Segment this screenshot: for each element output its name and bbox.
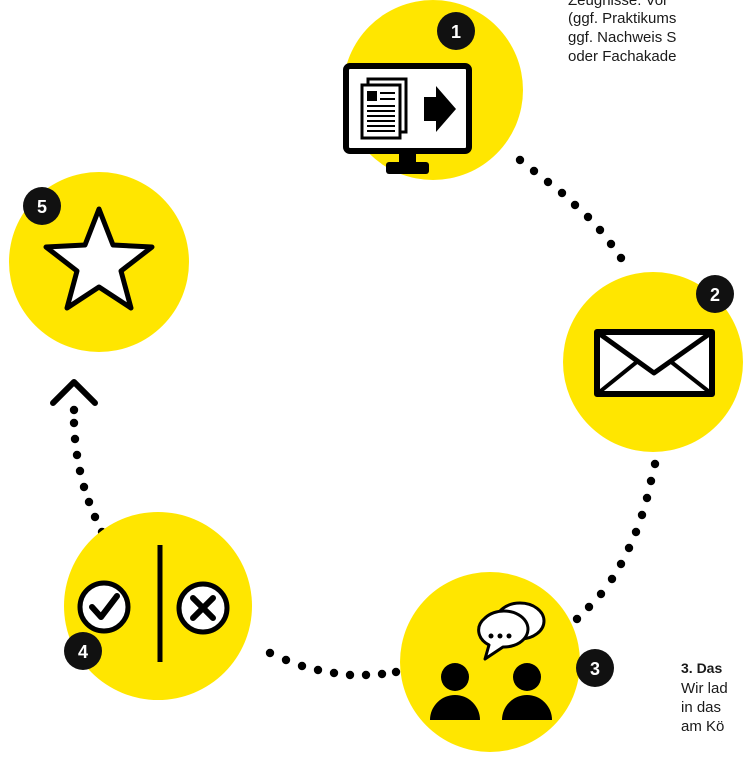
step-2: 2 <box>563 272 743 452</box>
arrowhead-up-icon <box>50 379 98 406</box>
step-1: 1 <box>343 0 523 180</box>
step-badge <box>64 632 102 670</box>
check-cross-icon <box>77 545 230 662</box>
step-3: 3 <box>400 572 614 752</box>
connector-3-4 <box>265 648 401 680</box>
step-number: 2 <box>710 285 720 305</box>
text-line: oder Fachakade <box>568 48 677 65</box>
text-line: ggf. Nachweis S <box>568 29 677 46</box>
text-line: Wir lad <box>681 680 728 697</box>
text-line: am Kö <box>681 718 725 735</box>
step-number: 4 <box>78 642 88 662</box>
step-number: 1 <box>451 22 461 42</box>
step-badge <box>437 12 475 50</box>
text-line: (ggf. Praktikums <box>568 10 677 27</box>
step-5: 5 <box>9 172 189 352</box>
step-number: 5 <box>37 197 47 217</box>
step-number: 3 <box>590 659 600 679</box>
monitor-document-arrow-icon <box>343 63 472 174</box>
connector-4-5 <box>69 405 107 537</box>
envelope-icon <box>594 329 715 397</box>
section-heading: 3. Das <box>681 660 723 676</box>
star-icon <box>43 206 155 311</box>
step-4: 4 <box>64 512 252 700</box>
text-line: Zeugnisse: Vor <box>568 0 669 9</box>
step-badge <box>696 275 734 313</box>
two-people-speech-bubbles-icon <box>430 601 552 720</box>
connector-1-2 <box>515 155 626 263</box>
step-circle <box>400 572 580 752</box>
connector-2-3 <box>572 459 660 624</box>
step-badge <box>576 649 614 687</box>
step-badge <box>23 187 61 225</box>
text-line: in das <box>681 699 722 716</box>
